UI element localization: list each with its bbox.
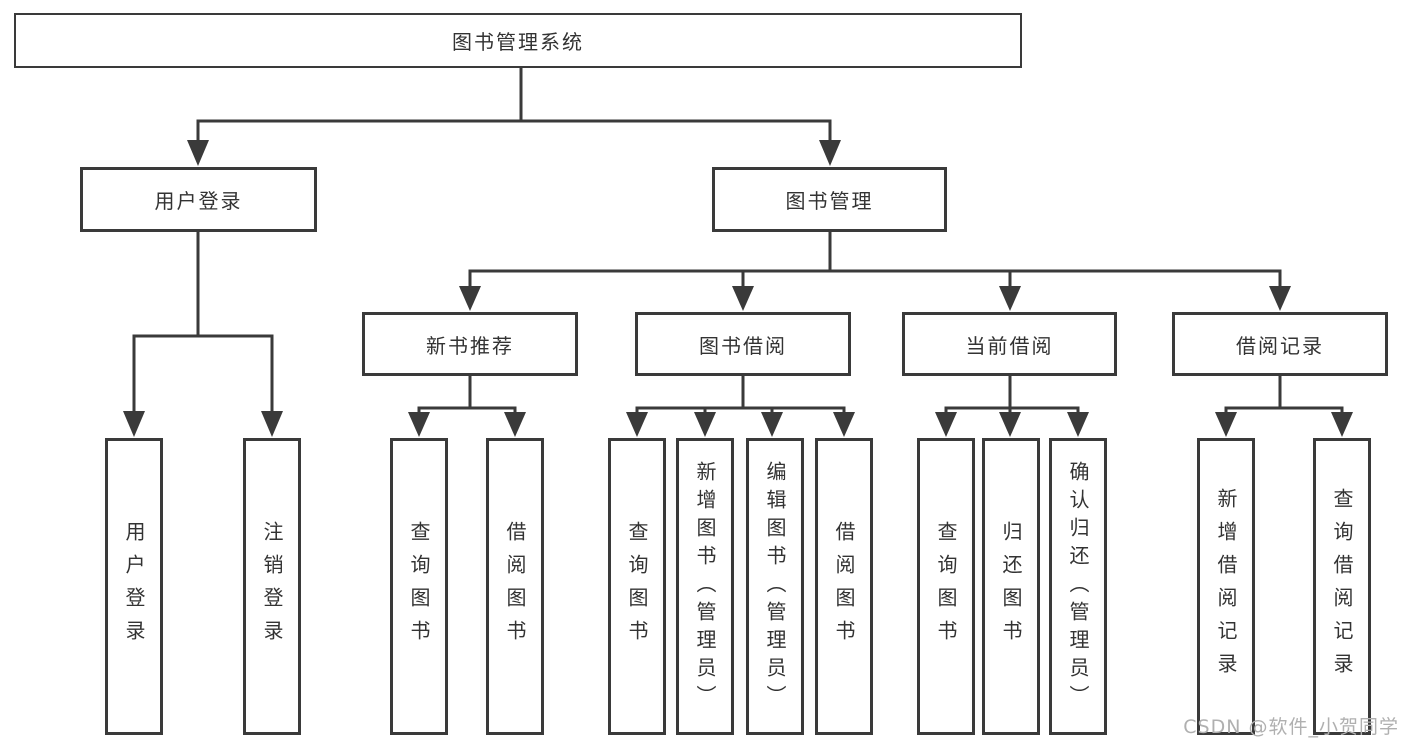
node-logout: 注销登录 [243,438,301,735]
node-confirm-return-admin: 确认归还（管理员） [1049,438,1107,735]
node-book-management: 图书管理 [712,167,947,232]
node-root-label: 图书管理系统 [452,30,584,54]
node-borrow-borrow-books-label: 借阅图书 [832,520,856,653]
node-current-query-books-label: 查询图书 [934,520,958,653]
node-return-book: 归还图书 [982,438,1040,735]
node-add-book-admin: 新增图书（管理员） [676,438,734,735]
node-edit-book-admin-label: 编辑图书（管理员） [763,460,787,713]
connector-book-borrow-children [626,376,855,437]
node-query-borrow-record: 查询借阅记录 [1313,438,1371,735]
node-new-book-recommend: 新书推荐 [362,312,578,376]
connector-new-book-recommend-children [408,376,526,437]
node-book-management-label: 图书管理 [785,189,874,213]
node-recommend-borrow-books: 借阅图书 [486,438,544,735]
node-recommend-query-books: 查询图书 [390,438,448,735]
node-root: 图书管理系统 [14,13,1022,68]
node-query-borrow-record-label: 查询借阅记录 [1330,487,1354,686]
node-current-query-books: 查询图书 [917,438,975,735]
node-add-borrow-record: 新增借阅记录 [1197,438,1255,735]
node-current-borrow-label: 当前借阅 [965,333,1054,358]
node-user-login-leaf: 用户登录 [105,438,163,735]
node-borrow-query-books: 查询图书 [608,438,666,735]
node-borrow-records-label: 借阅记录 [1236,333,1324,358]
node-current-borrow: 当前借阅 [902,312,1117,376]
connector-root-to-level2 [187,68,841,166]
connector-borrow-records-children [1215,376,1353,437]
connector-user-login-children [123,232,283,437]
node-user-login: 用户登录 [80,167,317,232]
node-borrow-borrow-books: 借阅图书 [815,438,873,735]
node-add-book-admin-label: 新增图书（管理员） [693,460,717,713]
node-return-book-label: 归还图书 [999,520,1023,653]
node-confirm-return-admin-label: 确认归还（管理员） [1066,460,1090,713]
connector-book-management-children [459,232,1291,311]
node-logout-label: 注销登录 [260,520,284,653]
connector-current-borrow-children [935,376,1089,437]
node-book-borrow: 图书借阅 [635,312,851,376]
node-borrow-query-books-label: 查询图书 [625,520,649,653]
node-book-borrow-label: 图书借阅 [699,333,787,358]
node-edit-book-admin: 编辑图书（管理员） [746,438,804,735]
node-user-login-label: 用户登录 [154,189,243,213]
node-borrow-records: 借阅记录 [1172,312,1388,376]
node-recommend-borrow-books-label: 借阅图书 [503,520,527,653]
node-add-borrow-record-label: 新增借阅记录 [1214,487,1238,686]
node-user-login-leaf-label: 用户登录 [122,520,146,653]
node-new-book-recommend-label: 新书推荐 [426,333,514,358]
csdn-watermark: CSDN @软件_小贺同学 [1183,716,1399,738]
node-recommend-query-books-label: 查询图书 [407,520,431,653]
